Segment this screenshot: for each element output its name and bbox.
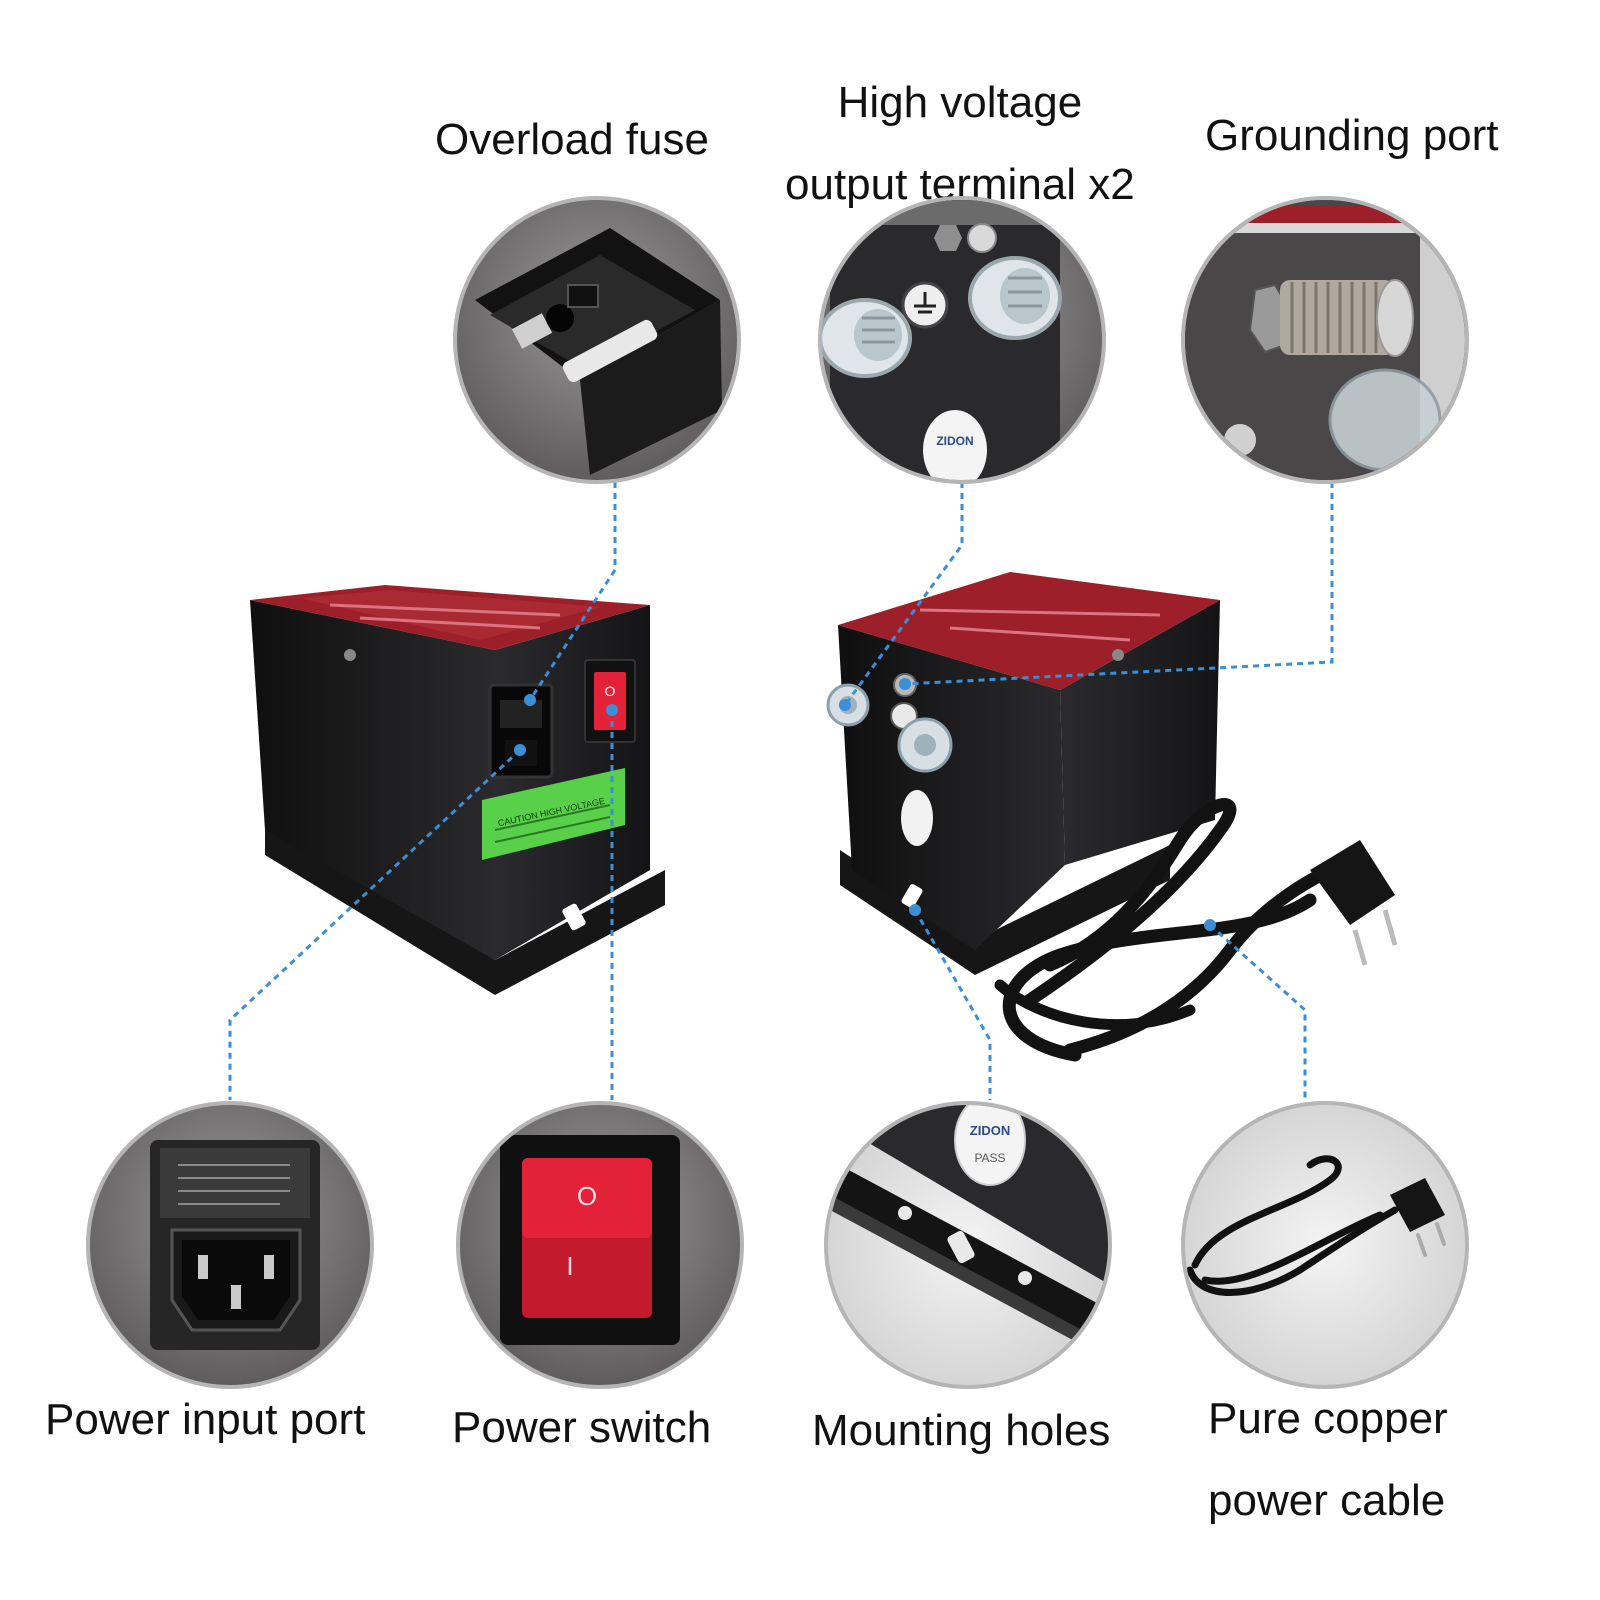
label-hv-output: High voltage output terminal x2 <box>785 62 1135 226</box>
label-overload-fuse: Overload fuse <box>435 115 709 164</box>
sticker-brand: ZIDON <box>970 1123 1010 1138</box>
sticker-pass: PASS <box>974 1151 1005 1165</box>
label-grounding-port: Grounding port <box>1205 111 1499 160</box>
leader-dots <box>514 678 1216 931</box>
label-power-cable: Pure copper power cable <box>1208 1378 1448 1542</box>
sticker-top-brand: ZIDON <box>936 434 973 448</box>
label-mounting-holes: Mounting holes <box>812 1406 1111 1455</box>
ground-icon <box>1181 196 1469 484</box>
svg-text:O: O <box>605 683 616 699</box>
label-power-cable-line1: Pure copper <box>1208 1394 1448 1443</box>
left-power-supply-unit: O CAUTION HIGH VOLTAGE <box>250 585 665 995</box>
terminal-icon: ZIDON <box>818 196 1106 484</box>
mounting-hole-icon: ZIDON PASS <box>824 1101 1112 1389</box>
power-socket-icon <box>86 1101 374 1389</box>
leader-lines <box>228 482 1334 1100</box>
label-power-input: Power input port <box>45 1395 366 1444</box>
label-power-cable-line2: power cable <box>1208 1476 1446 1525</box>
fuse-icon <box>453 196 741 484</box>
rocker-switch-icon: O I <box>456 1101 744 1389</box>
label-hv-output-line1: High voltage <box>837 78 1083 127</box>
switch-on-mark: I <box>566 1251 573 1281</box>
plug-illustration <box>1310 840 1398 966</box>
label-power-switch: Power switch <box>452 1403 712 1452</box>
cable-icon <box>1181 1101 1469 1389</box>
switch-off-mark: O <box>577 1181 597 1211</box>
right-power-supply-unit <box>826 572 1220 975</box>
power-cable-illustration <box>994 798 1337 1062</box>
